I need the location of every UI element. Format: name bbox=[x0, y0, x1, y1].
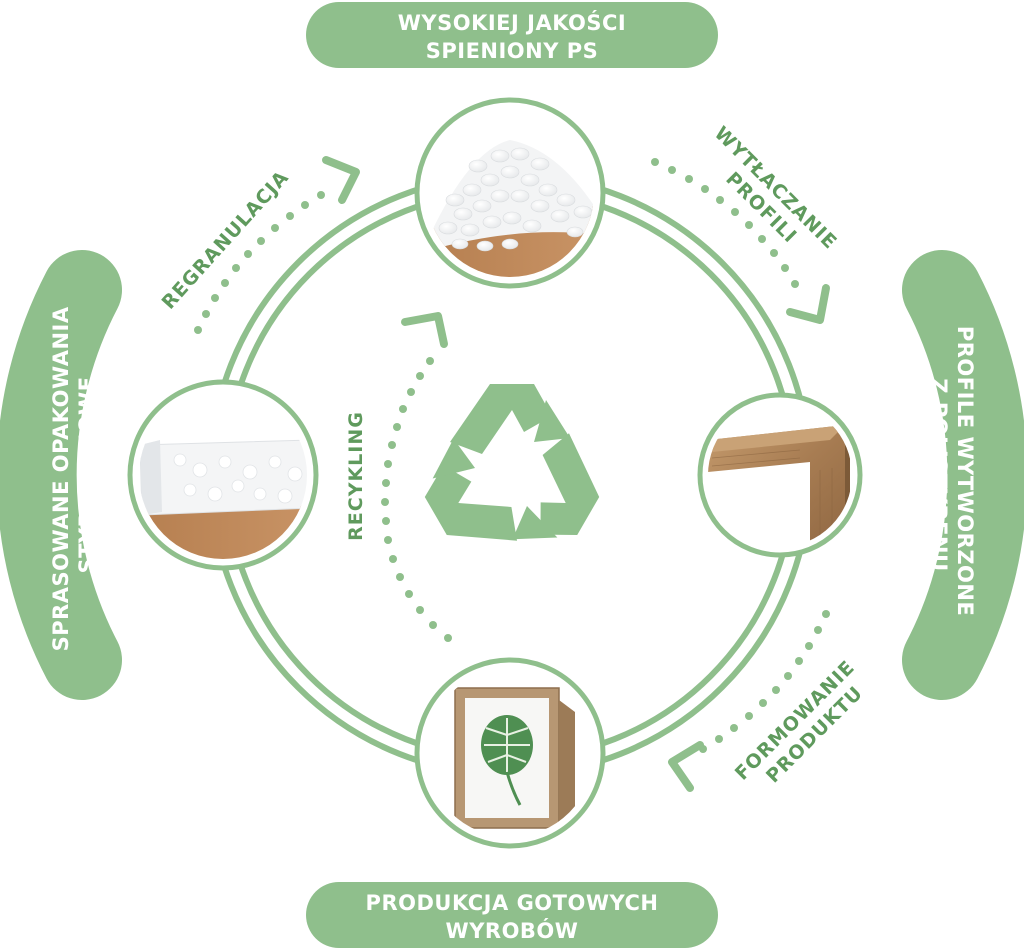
node-bottom-line1: PRODUKCJA GOTOWYCH bbox=[366, 891, 659, 915]
step-forming: FORMOWANIE PRODUKTU bbox=[731, 651, 882, 802]
node-left-line2: STYROPIANOWE bbox=[75, 376, 99, 573]
arrow-regranulation bbox=[194, 156, 360, 334]
svg-text:SPRASOWANE OPAKOWANIA ST: SPRASOWANE OPAKOWANIA STYROPIANOWE bbox=[49, 299, 99, 652]
step-recycling-line1: RECYKLING bbox=[345, 411, 367, 541]
styrofoam-image bbox=[127, 379, 319, 571]
recycle-icon bbox=[424, 384, 600, 541]
pellets-image bbox=[414, 97, 606, 289]
node-bottom-label: PRODUKCJA GOTOWYCH WYROBÓW bbox=[306, 882, 718, 948]
wood-profile-image bbox=[697, 392, 863, 558]
arrow-forming bbox=[668, 610, 830, 792]
arrow-recycling bbox=[381, 312, 452, 642]
node-bottom-line2: WYROBÓW bbox=[446, 918, 579, 943]
svg-text:PROFILE WYTWORZONE Z POL: PROFILE WYTWORZONE Z POLISTYRENU bbox=[927, 326, 977, 624]
node-top-label: WYSOKIEJ JAKOŚCI SPIENIONY PS bbox=[306, 2, 718, 68]
node-top-line1: WYSOKIEJ JAKOŚCI bbox=[398, 10, 627, 35]
node-top-line2: SPIENIONY PS bbox=[426, 39, 599, 63]
node-left-line1: SPRASOWANE OPAKOWANIA bbox=[49, 306, 73, 651]
leaf-icon bbox=[481, 715, 533, 806]
frame-image bbox=[414, 657, 606, 849]
node-right-label: PROFILE WYTWORZONE Z POLISTYRENU bbox=[902, 250, 1024, 700]
node-right-line1: PROFILE WYTWORZONE bbox=[953, 326, 977, 617]
step-recycling: RECYKLING bbox=[345, 411, 367, 541]
arrow-extrusion bbox=[651, 158, 830, 324]
node-right-line2: Z POLISTYRENU bbox=[927, 378, 951, 571]
node-left-label: SPRASOWANE OPAKOWANIA STYROPIANOWE bbox=[0, 250, 122, 700]
